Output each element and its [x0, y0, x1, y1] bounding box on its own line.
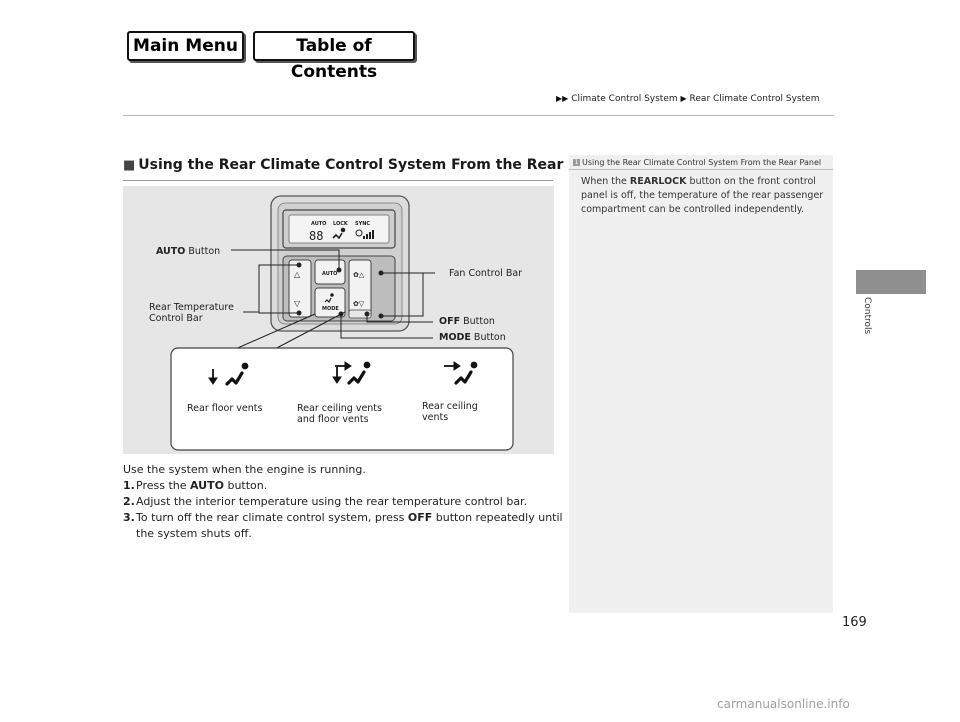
- side-tab[interactable]: [856, 270, 926, 294]
- ceiling-vent-icon: [444, 361, 478, 385]
- floor-vent-icon: [208, 362, 249, 386]
- temp-down-icon: ▽: [294, 299, 301, 308]
- breadcrumb-item-climate-control[interactable]: Climate Control System: [571, 94, 678, 104]
- note-marker-icon: 1: [573, 159, 580, 166]
- display-label-auto: AUTO: [311, 221, 326, 227]
- callout-fan-control-bar: Fan Control Bar: [449, 268, 523, 279]
- breadcrumb: ▶▶ Climate Control System ▶ Rear Climate…: [556, 94, 819, 104]
- step-2: 2. Adjust the interior temperature using…: [123, 495, 528, 508]
- temp-up-icon: △: [294, 270, 301, 279]
- mode-label-rear-ceiling: Rear ceiling vents: [422, 401, 478, 423]
- section-title: ■Using the Rear Climate Control System F…: [123, 157, 612, 173]
- mode-button[interactable]: [314, 287, 346, 318]
- mode-vent-icon: [324, 293, 334, 304]
- ceiling-and-floor-vent-icon: [332, 361, 371, 385]
- callout-mode-button: MODE Button: [439, 332, 506, 343]
- page-number: 169: [842, 615, 867, 630]
- fan-down-icon: ✿▽: [353, 300, 365, 308]
- callout-auto-button: AUTO Button: [156, 246, 221, 257]
- table-of-contents-button[interactable]: Table of Contents: [253, 31, 415, 82]
- step-3: 3. To turn off the rear climate control …: [123, 511, 563, 540]
- fan-control-bar[interactable]: [348, 259, 372, 318]
- step-1: 1. Press the AUTO button.: [123, 479, 268, 492]
- display-vent-icon: [332, 227, 346, 240]
- instructions-intro: Use the system when the engine is runnin…: [123, 463, 366, 476]
- display-label-sync: SYNC: [355, 221, 370, 227]
- fan-up-icon: ✿△: [353, 271, 365, 279]
- section-square-icon: ■: [123, 158, 136, 173]
- display-digits: 88: [309, 229, 323, 243]
- side-tab-label: Controls: [862, 297, 872, 335]
- side-note-body: When the REARLOCK button on the front co…: [581, 176, 824, 215]
- auto-button-label: AUTO: [322, 271, 337, 277]
- breadcrumb-arrow-icon: ▶▶: [556, 94, 569, 103]
- display-label-lock: LOCK: [333, 221, 349, 227]
- watermark: carmanualsonline.info: [717, 697, 850, 711]
- breadcrumb-arrow-icon: ▶: [680, 94, 687, 103]
- section-title-rule: [123, 180, 553, 181]
- breadcrumb-item-rear-climate-control[interactable]: Rear Climate Control System: [689, 94, 820, 104]
- rear-temperature-control-bar[interactable]: [288, 259, 312, 318]
- side-note-rule: [569, 169, 833, 170]
- rear-panel-illustration: AUTO LOCK SYNC 88 △ ▽ AUTO MODE ✿△ ✿▽: [170, 195, 514, 451]
- instructions: Use the system when the engine is runnin…: [123, 462, 563, 542]
- mode-options-panel: [170, 347, 514, 451]
- callout-lines: [231, 249, 435, 351]
- display-fan-level-icon: [355, 229, 374, 239]
- main-menu-button[interactable]: Main Menu: [127, 31, 244, 61]
- rear-panel-figure: AUTO LOCK SYNC 88 △ ▽ AUTO MODE ✿△ ✿▽: [123, 186, 554, 454]
- callout-off-button: OFF Button: [439, 316, 495, 327]
- mode-label-ceiling-and-floor: Rear ceiling vents and floor vents: [297, 403, 382, 425]
- auto-button[interactable]: [314, 259, 346, 285]
- header-divider: [123, 115, 834, 116]
- mode-button-label: MODE: [322, 306, 339, 312]
- callout-rear-temperature-bar: Rear Temperature Control Bar: [149, 302, 234, 324]
- mode-label-rear-floor: Rear floor vents: [187, 403, 263, 414]
